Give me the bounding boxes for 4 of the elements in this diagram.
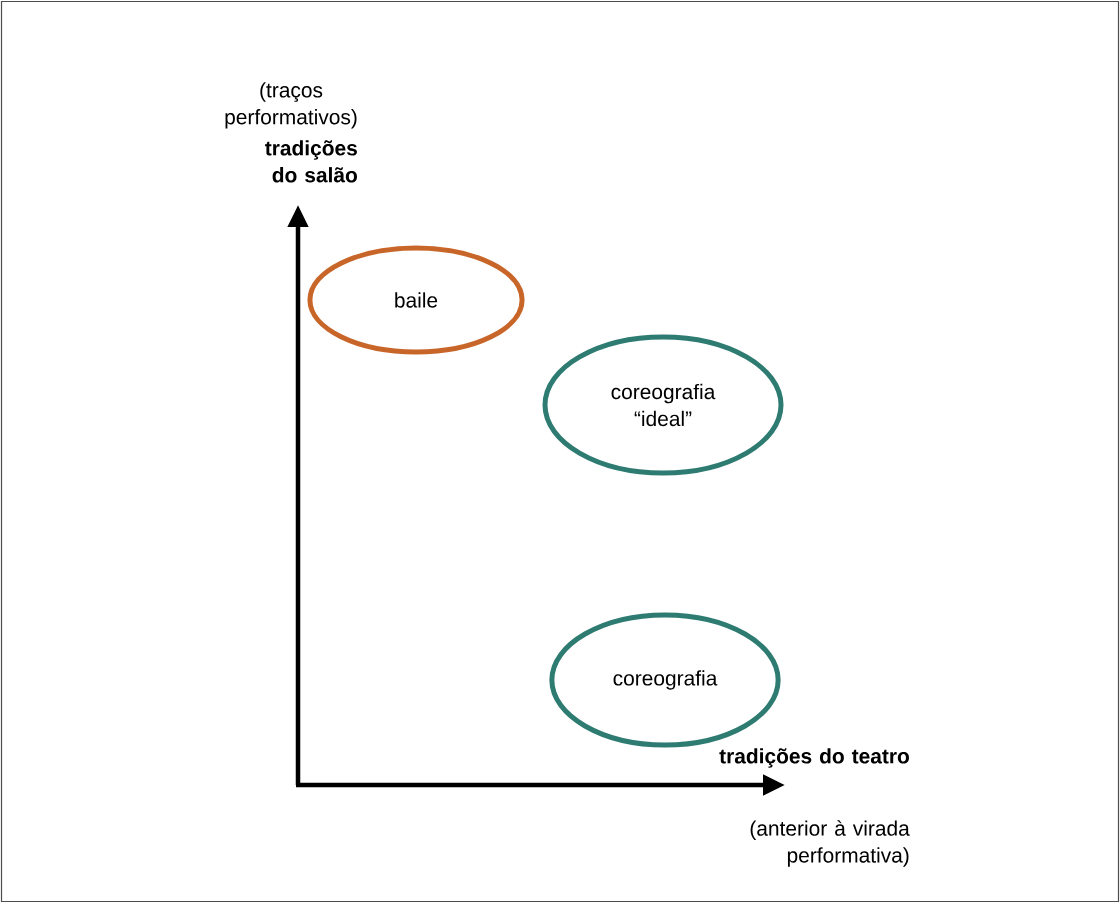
axis-label: tradições do teatro xyxy=(719,748,909,768)
axis-label: (anterior à virada performativa) xyxy=(750,820,910,867)
axis-label: (traços performativos) xyxy=(225,82,357,129)
axis-label: tradições do salão xyxy=(265,140,357,183)
